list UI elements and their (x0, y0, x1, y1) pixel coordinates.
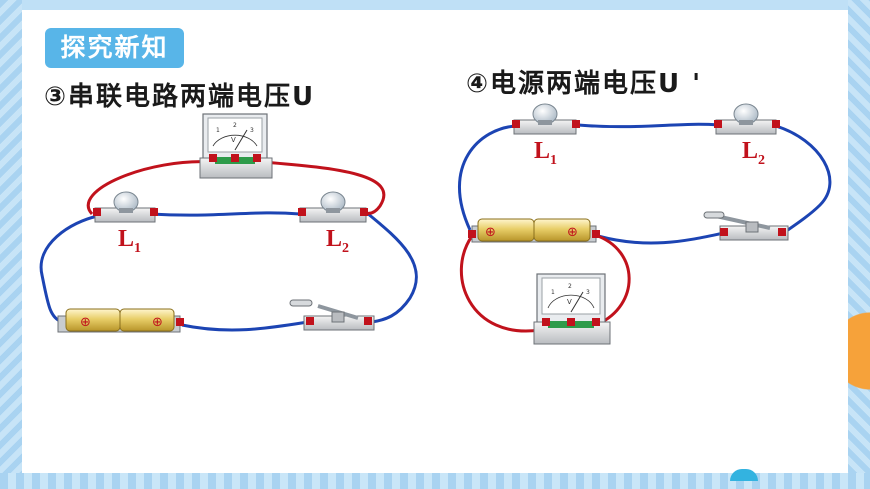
left-switch (289, 299, 375, 331)
left-circuit: 1 2 3 V (39, 113, 418, 333)
left-lamp-1 (93, 191, 158, 223)
left-meter-terminal-pos (253, 154, 261, 162)
left-wires-red (86, 160, 386, 216)
right-cell-1-symbol: ⊕ (485, 225, 496, 240)
left-heading: ③串联电路两端电压U (44, 82, 316, 112)
right-lamp-2-letter: L (742, 138, 759, 164)
right-cell-2-symbol: ⊕ (567, 225, 578, 240)
left-meter-terminal-mid (231, 154, 239, 162)
right-meter-scale-2: 2 (568, 283, 572, 290)
left-voltmeter: 1 2 3 V (199, 113, 273, 179)
left-wires-blue (39, 211, 418, 332)
right-wires-blue (458, 122, 832, 245)
right-lamp-1-subscript: 1 (550, 152, 558, 168)
right-lamp-2-subscript: 2 (758, 152, 766, 168)
left-lamp-1-subscript: 1 (134, 240, 142, 256)
orange-circle-decoration (848, 296, 870, 406)
right-meter-scale-1: 1 (551, 289, 555, 296)
slide-panel (22, 10, 848, 473)
right-meter-scale-3: 3 (586, 289, 590, 296)
right-heading: ④电源两端电压U ' (466, 69, 703, 99)
section-badge: 探究新知 (45, 28, 184, 68)
right-lamp-1 (512, 103, 580, 135)
right-lamp-1-letter: L (534, 138, 551, 164)
left-meter-scale-3: 3 (250, 127, 254, 134)
left-lamp-1-label: L1 (118, 226, 141, 257)
teal-semicircle-decoration (730, 469, 758, 481)
right-switch (703, 211, 789, 241)
left-meter-scale-2: 2 (233, 122, 237, 129)
right-voltmeter: 1 2 3 V (533, 273, 611, 345)
left-battery: ⊕ ⊕ (57, 308, 184, 333)
right-lamp-2-label: L2 (742, 138, 765, 169)
left-meter-scale-1: 1 (216, 127, 220, 134)
left-cell-2-symbol: ⊕ (152, 315, 163, 330)
left-lamp-2-subscript: 2 (342, 240, 350, 256)
left-meter-terminal-neg (209, 154, 217, 162)
left-border-decoration (0, 0, 22, 489)
right-meter-unit: V (567, 298, 572, 306)
right-meter-terminal-mid (567, 318, 575, 326)
right-meter-terminal-pos (592, 318, 600, 326)
right-battery: ⊕ ⊕ (468, 218, 600, 243)
right-lamp-2 (714, 103, 780, 135)
right-circuit: ⊕ ⊕ 1 2 3 V (458, 103, 832, 345)
bottom-border-decoration (0, 473, 870, 489)
right-meter-terminal-neg (542, 318, 550, 326)
left-cell-1-symbol: ⊕ (80, 315, 91, 330)
left-meter-unit: V (231, 136, 236, 144)
right-lamp-1-label: L1 (534, 138, 557, 169)
left-lamp-1-letter: L (118, 226, 135, 252)
left-lamp-2 (298, 191, 368, 223)
left-lamp-2-label: L2 (326, 226, 349, 257)
right-wires-red (459, 233, 631, 333)
left-lamp-2-letter: L (326, 226, 343, 252)
